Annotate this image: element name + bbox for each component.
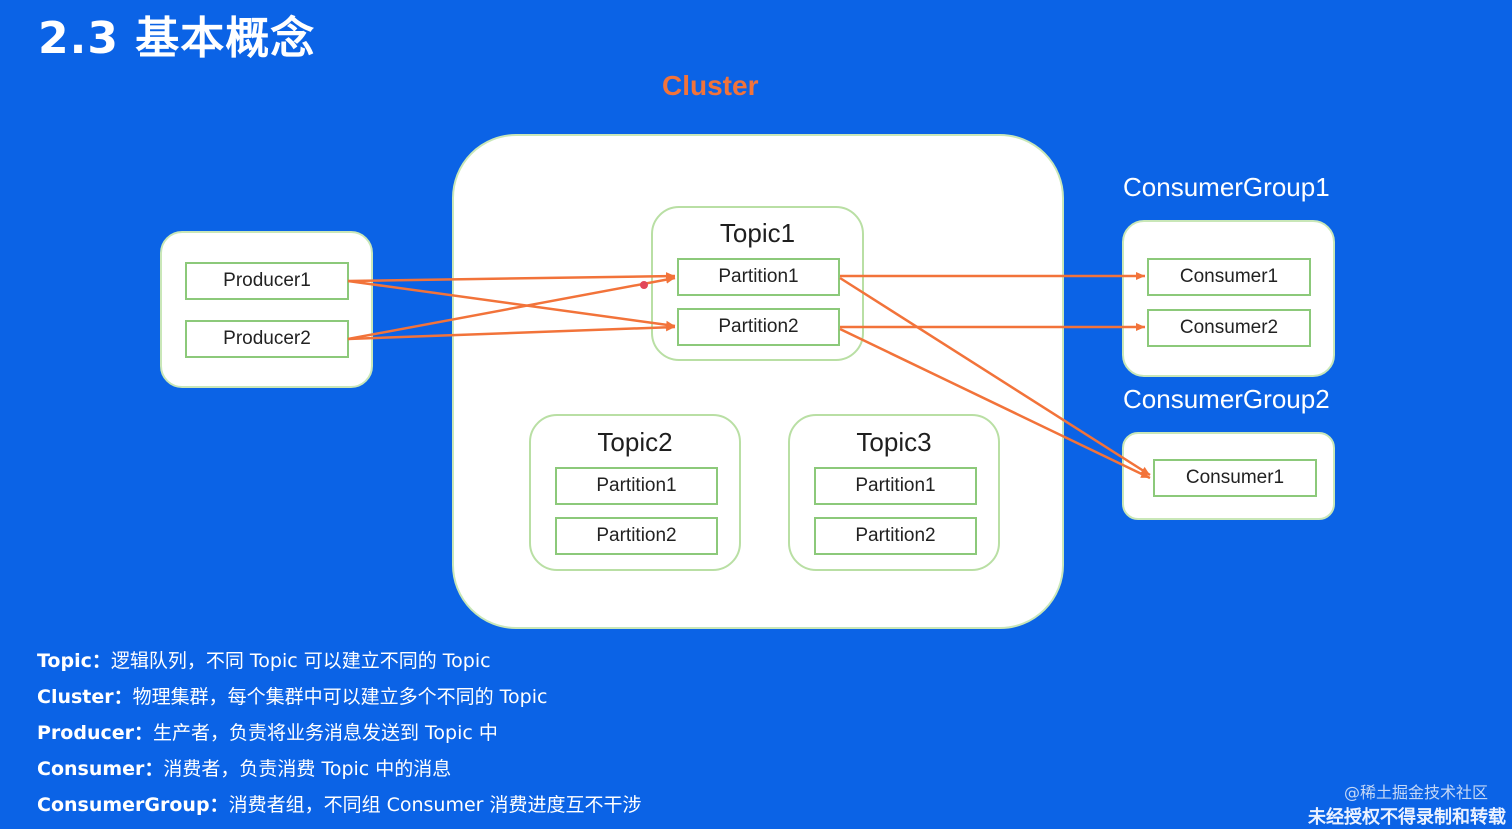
legend-producer: Producer：生产者，负责将业务消息发送到 Topic 中 bbox=[37, 722, 498, 744]
consumer-group-1-box: Consumer1 Consumer2 bbox=[1122, 220, 1335, 377]
topic-3-box: Topic3 Partition1 Partition2 bbox=[788, 414, 1000, 571]
group-2-consumer-1: Consumer1 bbox=[1153, 459, 1317, 497]
consumer-group-2-label: ConsumerGroup2 bbox=[1123, 384, 1330, 414]
topic-1-title: Topic1 bbox=[719, 218, 796, 248]
legend-cluster: Cluster：物理集群，每个集群中可以建立多个不同的 Topic bbox=[37, 686, 548, 708]
watermark-notice: 未经授权不得录制和转载 bbox=[1308, 807, 1506, 828]
group-1-consumer-2: Consumer2 bbox=[1147, 309, 1311, 347]
topic-2-box: Topic2 Partition1 Partition2 bbox=[529, 414, 741, 571]
topic-1-partition-1: Partition1 bbox=[677, 258, 840, 296]
consumer-group-1-label: ConsumerGroup1 bbox=[1123, 172, 1330, 202]
producer-2: Producer2 bbox=[185, 320, 349, 358]
legend: Topic：逻辑队列，不同 Topic 可以建立不同的 Topic Cluste… bbox=[37, 648, 642, 828]
topic-3-partition-1: Partition1 bbox=[814, 467, 977, 505]
topic-1-box: Topic1 Partition1 Partition2 bbox=[651, 206, 864, 361]
topic-3-title: Topic3 bbox=[856, 427, 932, 457]
legend-consumer-group: ConsumerGroup：消费者组，不同组 Consumer 消费进度互不干涉 bbox=[37, 794, 642, 816]
producer-1: Producer1 bbox=[185, 262, 349, 300]
topic-1-partition-2: Partition2 bbox=[677, 308, 840, 346]
group-1-consumer-1: Consumer1 bbox=[1147, 258, 1311, 296]
cluster-label: Cluster bbox=[662, 70, 759, 101]
topic-2-partition-1: Partition1 bbox=[555, 467, 718, 505]
slide-title: 2.3 基本概念 bbox=[38, 13, 316, 64]
producer-group-box: Producer1 Producer2 bbox=[160, 231, 373, 388]
consumer-group-2-box: Consumer1 bbox=[1122, 432, 1335, 520]
topic-2-title: Topic2 bbox=[597, 427, 673, 457]
legend-topic: Topic：逻辑队列，不同 Topic 可以建立不同的 Topic bbox=[37, 650, 491, 672]
watermark-site: @稀土掘金技术社区 bbox=[1343, 783, 1488, 802]
legend-consumer: Consumer：消费者，负责消费 Topic 中的消息 bbox=[37, 758, 452, 780]
topic-3-partition-2: Partition2 bbox=[814, 517, 977, 555]
topic-2-partition-2: Partition2 bbox=[555, 517, 718, 555]
